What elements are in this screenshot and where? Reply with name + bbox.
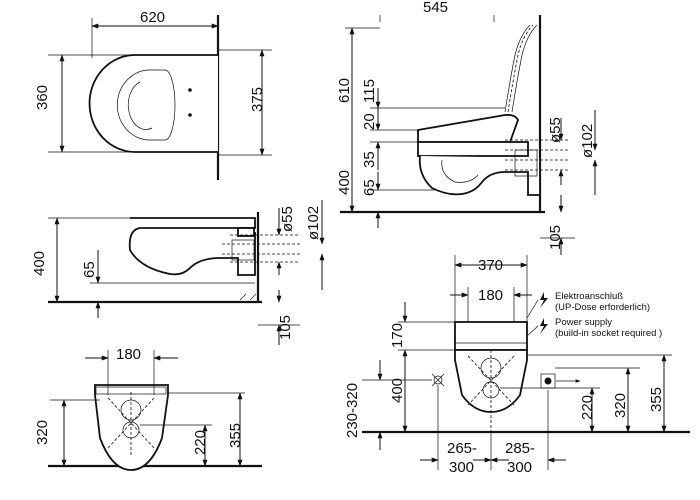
note-elektro-line1: Elektroanschluß <box>555 291 623 302</box>
dim-tr-105: 105 <box>547 225 564 250</box>
dim-br-180: 180 <box>478 287 503 304</box>
power-socket-icon <box>540 373 556 389</box>
dim-tr-pipe1: ø55 <box>547 117 564 143</box>
dim-side-floor-offset: 105 <box>277 315 294 340</box>
dim-side-outlet: 65 <box>81 261 98 278</box>
front-view-large: 370 180 170 400 230-320 220 320 355 <box>344 255 690 476</box>
dim-top-depth: 360 <box>34 85 51 110</box>
dim-front-inlet: 220 <box>192 430 209 455</box>
inlet-symbol <box>431 373 445 387</box>
floor-hatch <box>239 293 257 301</box>
dim-side-pipe2: ø102 <box>305 206 322 240</box>
dim-br-range: 230-320 <box>344 383 361 438</box>
dim-tr-115: 115 <box>361 79 378 103</box>
dim-br-left-bot: 300 <box>449 459 474 476</box>
dim-br-400: 400 <box>389 378 406 403</box>
dim-br-370: 370 <box>478 257 503 274</box>
mounting-symbol <box>107 392 155 455</box>
dim-br-170: 170 <box>389 323 406 348</box>
side-view-seat: 545 610 115 20 35 400 <box>336 0 598 255</box>
dim-br-355: 355 <box>648 387 665 412</box>
note-elektro-line2: (UP-Dose erforderlich) <box>555 302 650 313</box>
dim-tr-35: 35 <box>361 151 378 168</box>
mounting-symbol-large <box>467 350 515 432</box>
lightning-bolt-icon <box>540 318 548 334</box>
side-view: 400 65 ø55 ø102 105 <box>31 200 325 345</box>
note-power-line2: (build-in socket required ) <box>555 328 662 339</box>
dim-tr-total: 610 <box>336 78 353 103</box>
dim-tr-top-partial: 545 <box>423 0 448 16</box>
dim-front-width: 180 <box>116 346 141 363</box>
note-power-line1: Power supply <box>555 317 612 328</box>
dim-br-right-bot: 300 <box>507 459 532 476</box>
dim-tr-20: 20 <box>361 113 378 130</box>
dim-br-left-top: 265- <box>447 440 477 457</box>
dim-br-220: 220 <box>579 395 596 420</box>
dim-side-pipe1: ø55 <box>279 206 296 232</box>
dim-br-320: 320 <box>612 393 629 418</box>
dim-tr-65: 65 <box>361 179 378 196</box>
front-view-small: 180 320 220 355 <box>34 346 262 471</box>
lightning-bolt-icon <box>540 292 548 308</box>
dim-side-height: 400 <box>31 251 48 276</box>
top-view: 620 360 375 <box>34 9 272 180</box>
dim-tr-pipe2: ø102 <box>579 124 596 158</box>
dim-front-outlet: 355 <box>227 423 244 448</box>
dim-tr-400: 400 <box>336 170 353 195</box>
dim-top-width: 620 <box>140 9 165 26</box>
dim-br-right-top: 285- <box>505 440 535 457</box>
dim-top-depth-right: 375 <box>249 87 266 112</box>
dim-front-height: 320 <box>34 420 51 445</box>
